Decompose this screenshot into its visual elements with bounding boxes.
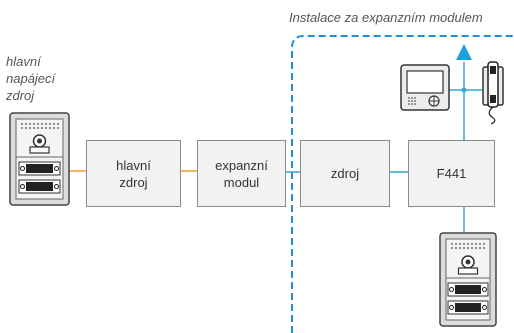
f441-block: F441 (408, 140, 495, 207)
entrance-panel-icon (439, 232, 497, 327)
power-supply-title-line: napájecí (6, 71, 56, 86)
expansion-module-block: expanzní modul (197, 140, 286, 207)
power-supply-title-line: hlavní (6, 54, 41, 69)
entrance-panel-icon (9, 112, 70, 206)
power-supply-title-line: zdroj (6, 88, 35, 103)
block-label: hlavní (116, 157, 151, 173)
expansion-title: Instalace za expanzním modulem (289, 10, 483, 25)
wire-junction (461, 87, 467, 93)
supply-block: zdroj (300, 140, 390, 207)
block-label: modul (223, 174, 260, 190)
power-supply-title: hlavní napájecí zdroj (6, 53, 55, 104)
block-label: expanzní (215, 157, 268, 173)
block-label: zdroj (119, 174, 148, 190)
block-label: zdroj (330, 166, 360, 181)
video-monitor-icon (400, 64, 450, 111)
main-supply-block: hlavní zdroj (86, 140, 181, 207)
handset-intercom-icon (482, 61, 504, 125)
up-arrow-icon (456, 44, 472, 60)
block-label: F441 (436, 166, 467, 181)
